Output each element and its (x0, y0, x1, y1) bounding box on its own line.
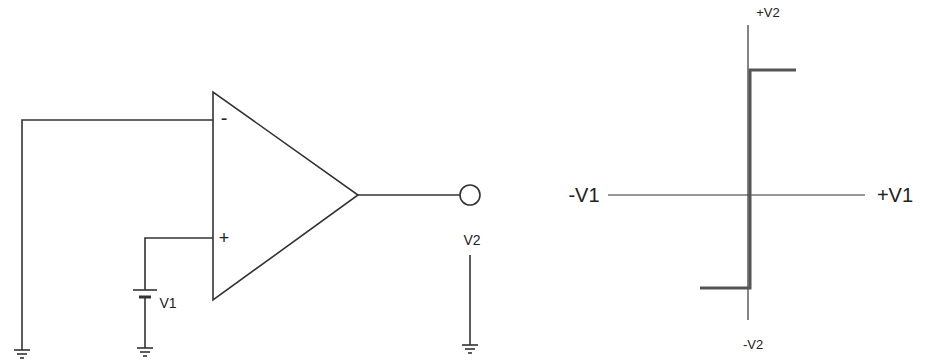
transfer-curve (700, 70, 796, 288)
x-axis (608, 194, 865, 195)
axis-label: +V2 (756, 6, 780, 19)
wire (22, 120, 213, 350)
output-terminal (460, 185, 480, 205)
pin-sign: - (221, 108, 228, 128)
wire (145, 238, 213, 290)
axis-label: +V1 (877, 185, 913, 205)
wire (358, 194, 460, 196)
axis-label: -V1 (568, 185, 599, 205)
signal-name: V2 (463, 233, 480, 247)
opamp-symbol (213, 92, 358, 300)
pin-sign: + (219, 229, 230, 247)
axis-label: -V2 (743, 338, 763, 351)
signal-name: V1 (159, 296, 176, 310)
battery-symbol (133, 289, 157, 291)
y-axis (747, 25, 748, 320)
